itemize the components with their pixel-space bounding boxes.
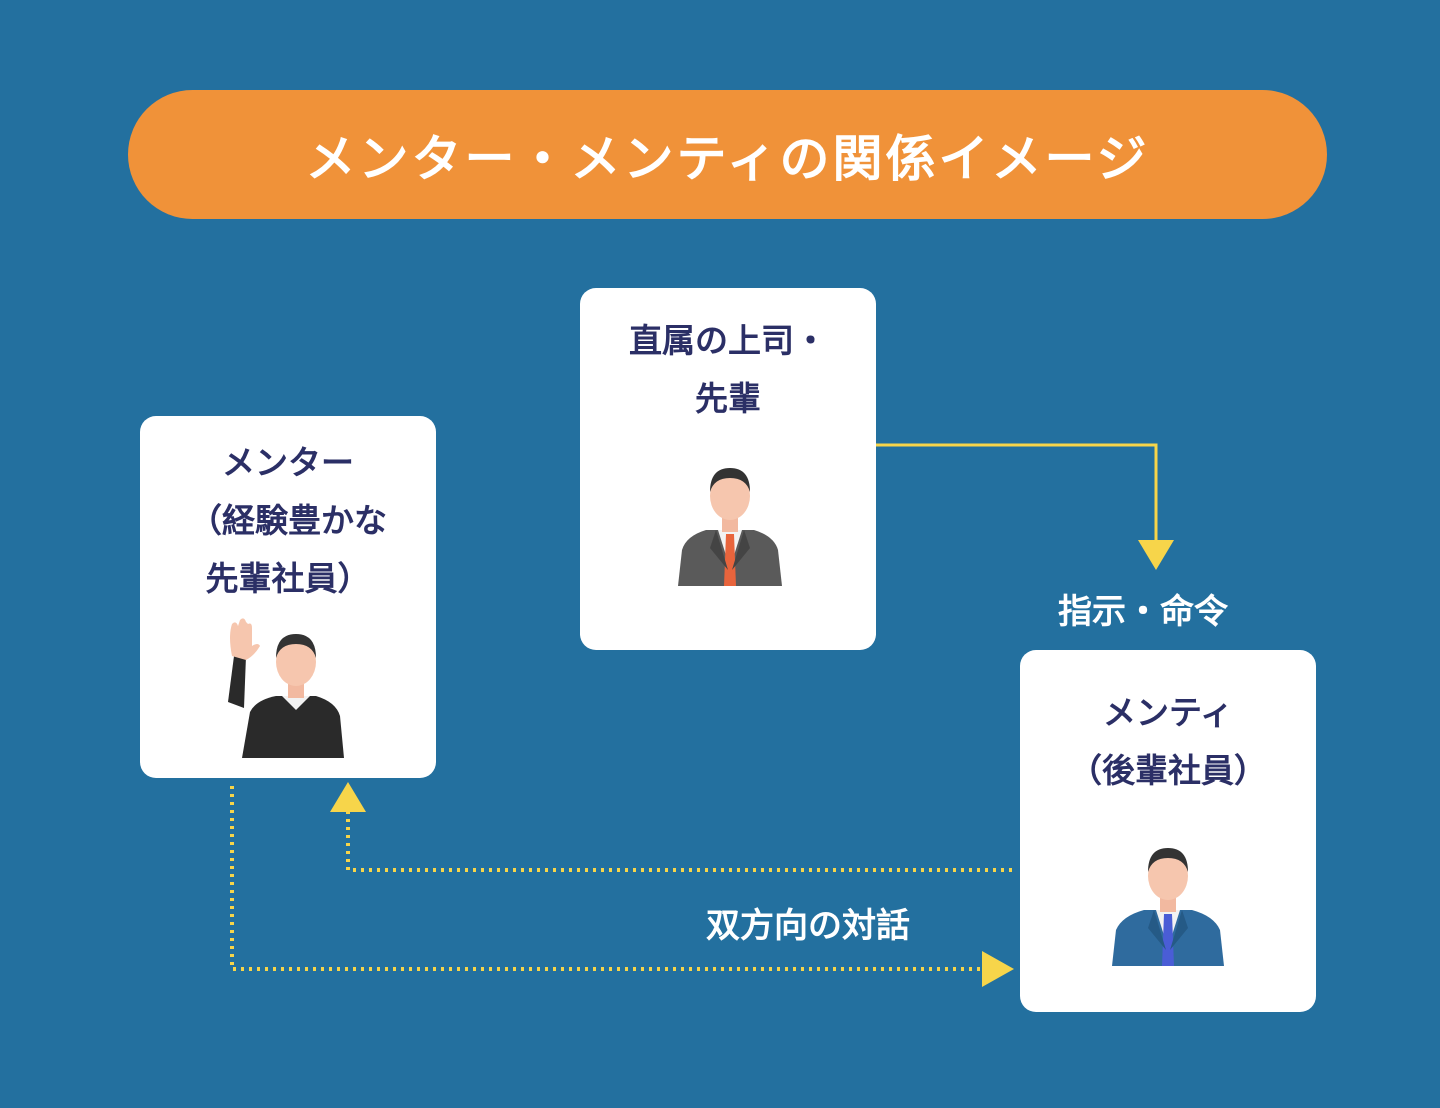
instruction-arrow-line — [876, 443, 1158, 542]
instruction-label: 指示・命令 — [1058, 592, 1228, 632]
diagram-title: メンター・メンティの関係イメージ — [305, 129, 1150, 188]
title-banner: メンター・メンティの関係イメージ — [128, 90, 1327, 219]
mentee-label: メンティ （後輩社員） — [1069, 693, 1267, 790]
dialogue-arrow-lower-head — [982, 951, 1014, 987]
mentee-card: メンティ （後輩社員） — [1020, 650, 1316, 1012]
instruction-arrow-head — [1138, 540, 1174, 570]
dialogue-label: 双方向の対話 — [706, 906, 910, 946]
boss-person-icon — [678, 468, 782, 586]
dialogue-arrow-upper-line — [346, 810, 1012, 872]
mentor-label: メンター （経験豊かな 先輩社員） — [189, 443, 387, 598]
dialogue-arrow-upper-head — [330, 782, 366, 812]
dialogue-arrow-lower-line — [230, 786, 982, 971]
boss-label: 直属の上司・ 先輩 — [629, 321, 827, 418]
mentor-card: メンター （経験豊かな 先輩社員） — [140, 416, 436, 778]
boss-card: 直属の上司・ 先輩 — [580, 288, 876, 650]
mentee-person-icon — [1112, 848, 1224, 966]
mentor-person-icon — [228, 618, 344, 758]
